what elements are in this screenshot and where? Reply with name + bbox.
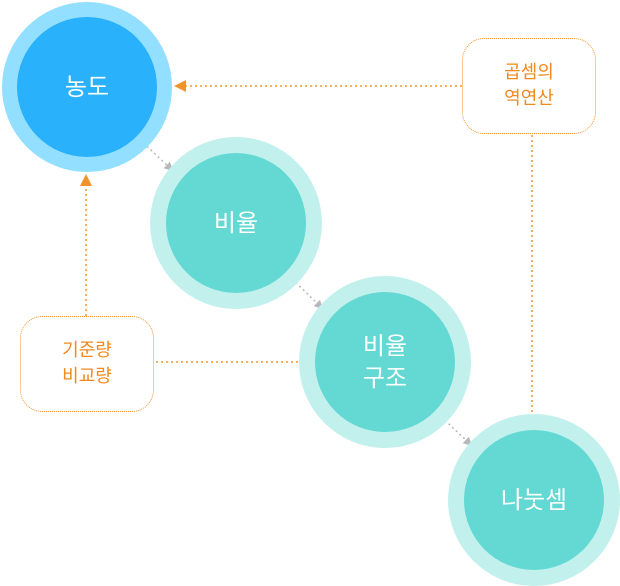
concentration-node: 농도 — [17, 17, 157, 157]
arrow-ratio-to-structure — [284, 271, 324, 310]
base-comparison-callout: 기준량 비교량 — [20, 316, 154, 412]
inverse-operation-label: 곱셈의 역연산 — [504, 62, 554, 109]
arrow-structure-to-division — [433, 409, 473, 447]
division-label: 나눗셈 — [500, 486, 568, 514]
division-node: 나눗셈 — [464, 430, 604, 570]
inverse-operation-callout: 곱셈의 역연산 — [462, 38, 596, 134]
concentration-label: 농도 — [64, 73, 110, 101]
ratio-node: 비율 — [166, 153, 306, 293]
ratio-label: 비율 — [213, 209, 259, 237]
ratio-structure-label: 비율 구조 — [362, 332, 408, 392]
base-comparison-label: 기준량 비교량 — [62, 340, 112, 387]
ratio-structure-node: 비율 구조 — [315, 292, 455, 432]
